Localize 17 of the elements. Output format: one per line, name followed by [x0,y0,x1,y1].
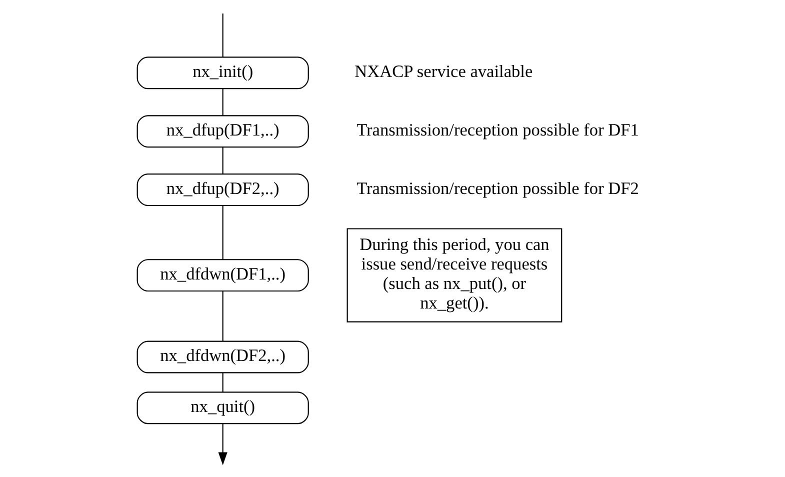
connector [222,206,224,260]
node-box: nx_dfdwn(DF1,..) [136,259,309,292]
label: Transmission/reception possible for DF2 [356,178,639,198]
connector [222,14,224,57]
node-box: nx_dfdwn(DF2,..) [136,340,309,374]
node-box: nx_quit() [136,392,309,424]
arrow [218,424,228,466]
connector [222,291,224,342]
connector [222,88,224,116]
node-box: nx_dfup(DF1,..) [136,115,309,148]
node-box: nx_dfup(DF2,..) [136,174,309,206]
node-box: nx_init() [136,56,309,90]
label: NXACP service available [354,62,533,82]
label: Transmission/reception possible for DF1 [356,120,639,140]
connector [222,372,224,392]
connector [222,147,224,174]
node-box: During this period, you can issue send/receive requests (such as nx_put(), or nx_get()). [346,228,562,322]
